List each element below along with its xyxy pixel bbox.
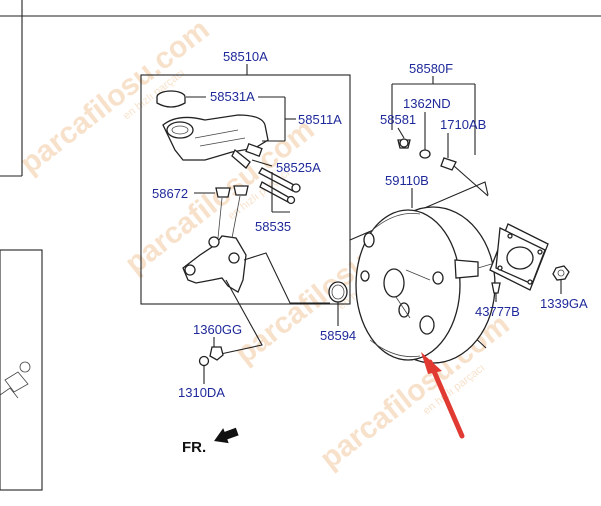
- master-cylinder-group-box: [140, 74, 351, 305]
- label-58594: 58594: [320, 328, 356, 343]
- label-58535: 58535: [255, 219, 291, 234]
- red-pointer-arrow: [421, 352, 465, 439]
- pin-43777B: [491, 282, 501, 302]
- label-1360GG: 1360GG: [193, 322, 242, 337]
- label-1710AB: 1710AB: [440, 117, 486, 132]
- part-labels: 58510A 58531A 58511A 58525A 58672 58535 …: [152, 49, 588, 400]
- label-58525A: 58525A: [276, 160, 321, 175]
- nut-1339GA: [552, 265, 570, 294]
- label-58580F: 58580F: [409, 61, 453, 76]
- label-58581: 58581: [380, 112, 416, 127]
- label-1310DA: 1310DA: [178, 385, 225, 400]
- brake-booster-59110B: [355, 188, 506, 364]
- label-58672: 58672: [152, 186, 188, 201]
- master-cylinder-illustration: [156, 90, 301, 293]
- watermark-top: parcafilosu.com en hızlı parçacı: [14, 13, 216, 181]
- label-43777B: 43777B: [475, 304, 520, 319]
- label-1339GA: 1339GA: [540, 296, 588, 311]
- booster-gasket-plate: [489, 223, 549, 291]
- master-cylinder-fasteners: [198, 337, 224, 384]
- label-58510A: 58510A: [223, 49, 268, 64]
- front-direction-label: FR.: [182, 439, 206, 456]
- front-direction-indicator: FR.: [182, 427, 239, 456]
- o-ring-58594: [328, 281, 348, 326]
- left-edge-panels: [0, 0, 601, 491]
- label-58511A: 58511A: [298, 112, 342, 127]
- check-valve-group-58580F: [391, 76, 489, 197]
- label-1362ND: 1362ND: [403, 96, 451, 111]
- label-58531A: 58531A: [210, 89, 255, 104]
- leader-lines-master-cylinder: [186, 64, 296, 213]
- label-59110B: 59110B: [385, 173, 429, 188]
